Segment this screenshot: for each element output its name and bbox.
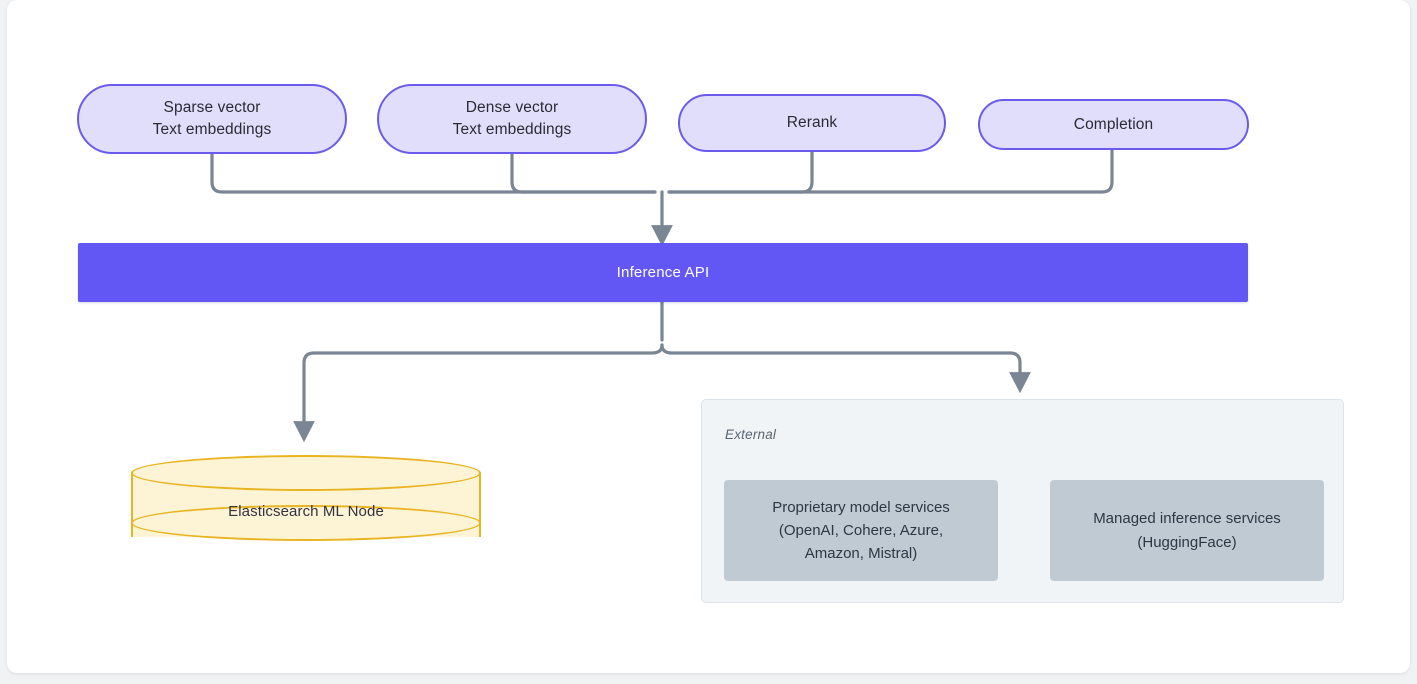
node-rerank-label: Rerank (786, 114, 838, 131)
inference-api-label: Inference API (616, 264, 710, 281)
ml-node-label: Elasticsearch ML Node (228, 502, 384, 520)
node-sparse-vector-line1: Sparse vector (163, 99, 261, 116)
node-dense-vector-line1: Dense vector (465, 99, 559, 116)
node-completion[interactable]: Completion (978, 99, 1249, 150)
cylinder-bottom-ellipse (131, 505, 481, 541)
node-completion-label: Completion (1073, 115, 1154, 133)
managed-services-line2: (HuggingFace) (1137, 533, 1237, 551)
managed-services-line1: Managed inference services (1093, 510, 1281, 528)
proprietary-services-line3: Amazon, Mistral) (804, 545, 918, 563)
node-inference-api[interactable]: Inference API (78, 243, 1248, 302)
node-proprietary-model-services[interactable]: Proprietary model services (OpenAI, Cohe… (724, 480, 998, 581)
node-sparse-vector[interactable]: Sparse vector Text embeddings (77, 84, 347, 154)
node-dense-vector-line2: Text embeddings (452, 121, 572, 138)
external-panel: External Proprietary model services (Ope… (701, 399, 1344, 603)
ml-node-label-wrap: Elasticsearch ML Node (131, 491, 481, 531)
external-panel-title: External (725, 427, 777, 442)
node-sparse-vector-line2: Text embeddings (152, 121, 272, 138)
cylinder-top-ellipse (131, 455, 481, 491)
node-dense-vector[interactable]: Dense vector Text embeddings (377, 84, 647, 154)
node-elasticsearch-ml-node[interactable]: Elasticsearch ML Node (131, 455, 481, 555)
proprietary-services-line1: Proprietary model services (772, 498, 950, 516)
node-rerank[interactable]: Rerank (678, 94, 946, 152)
proprietary-services-line2: (OpenAI, Cohere, Azure, (778, 521, 944, 539)
node-managed-inference-services[interactable]: Managed inference services (HuggingFace) (1050, 480, 1324, 581)
